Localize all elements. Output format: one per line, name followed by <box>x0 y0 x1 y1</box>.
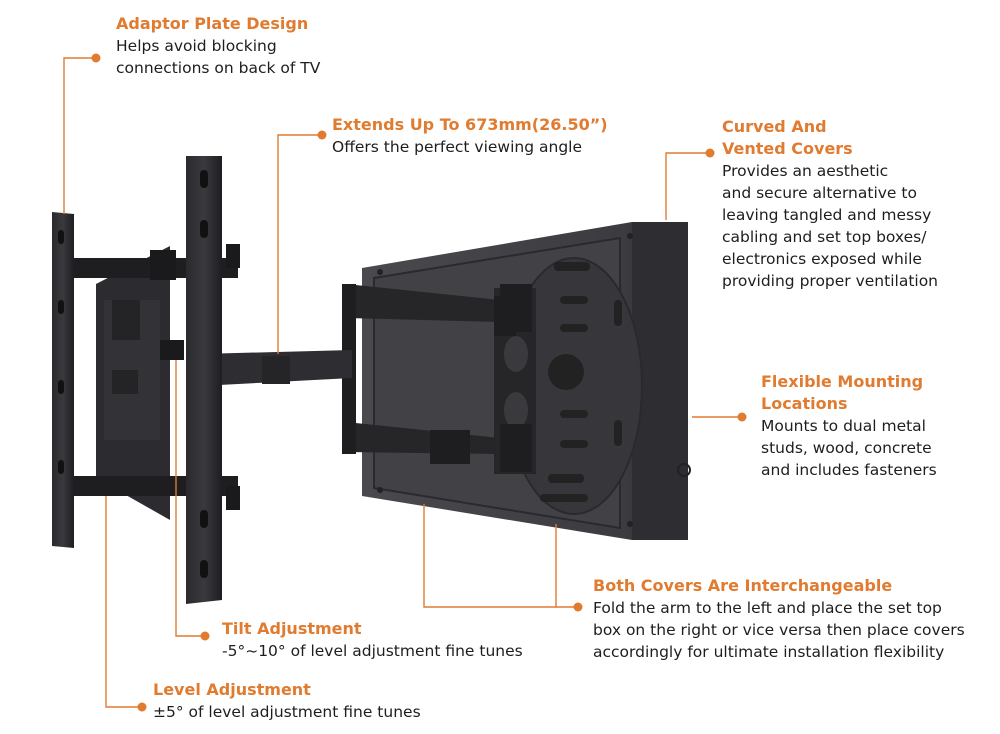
callout-desc: Fold the arm to the left and place the s… <box>593 599 965 661</box>
callout-desc: ±5° of level adjustment fine tunes <box>153 703 421 721</box>
callout-level: Level Adjustment ±5° of level adjustment… <box>153 679 421 723</box>
leader-dots <box>91 53 747 712</box>
callout-title: Curved And Vented Covers <box>722 117 853 158</box>
leader-curved <box>665 152 710 220</box>
callout-flexible-mounting: Flexible Mounting Locations Mounts to du… <box>761 371 937 481</box>
callout-title: Flexible Mounting Locations <box>761 372 924 413</box>
callout-desc: Offers the perfect viewing angle <box>332 138 583 156</box>
callout-title: Adaptor Plate Design <box>116 14 309 33</box>
callout-title: Level Adjustment <box>153 680 311 699</box>
callout-extends: Extends Up To 673mm(26.50”) Offers the p… <box>332 114 608 158</box>
callout-desc: Provides an aesthetic and secure alterna… <box>722 162 939 290</box>
leader-adaptor <box>63 57 96 214</box>
vent-plate <box>505 257 643 515</box>
leader-level <box>105 496 142 708</box>
callout-desc: -5°~10° of level adjustment fine tunes <box>222 642 523 660</box>
callout-curved-covers: Curved And Vented Covers Provides an aes… <box>722 116 938 292</box>
callout-interchangeable: Both Covers Are Interchangeable Fold the… <box>593 575 965 663</box>
vertical-rails <box>52 156 222 604</box>
callout-tilt: Tilt Adjustment -5°~10° of level adjustm… <box>222 618 523 662</box>
callout-desc: Mounts to dual metal studs, wood, concre… <box>761 417 937 479</box>
callout-title: Extends Up To 673mm(26.50”) <box>332 115 608 134</box>
callout-adaptor-plate: Adaptor Plate Design Helps avoid blockin… <box>116 13 320 79</box>
leader-interchangeable-a <box>555 524 578 608</box>
wall-bracket <box>494 284 536 474</box>
callout-title: Tilt Adjustment <box>222 619 362 638</box>
leader-lines <box>63 57 742 708</box>
leader-tilt <box>175 360 205 637</box>
leader-interchangeable-b <box>423 504 556 608</box>
callout-title: Both Covers Are Interchangeable <box>593 576 893 595</box>
articulating-arms <box>200 284 516 464</box>
leader-extends <box>277 134 322 354</box>
callout-desc: Helps avoid blocking connections on back… <box>116 37 321 77</box>
